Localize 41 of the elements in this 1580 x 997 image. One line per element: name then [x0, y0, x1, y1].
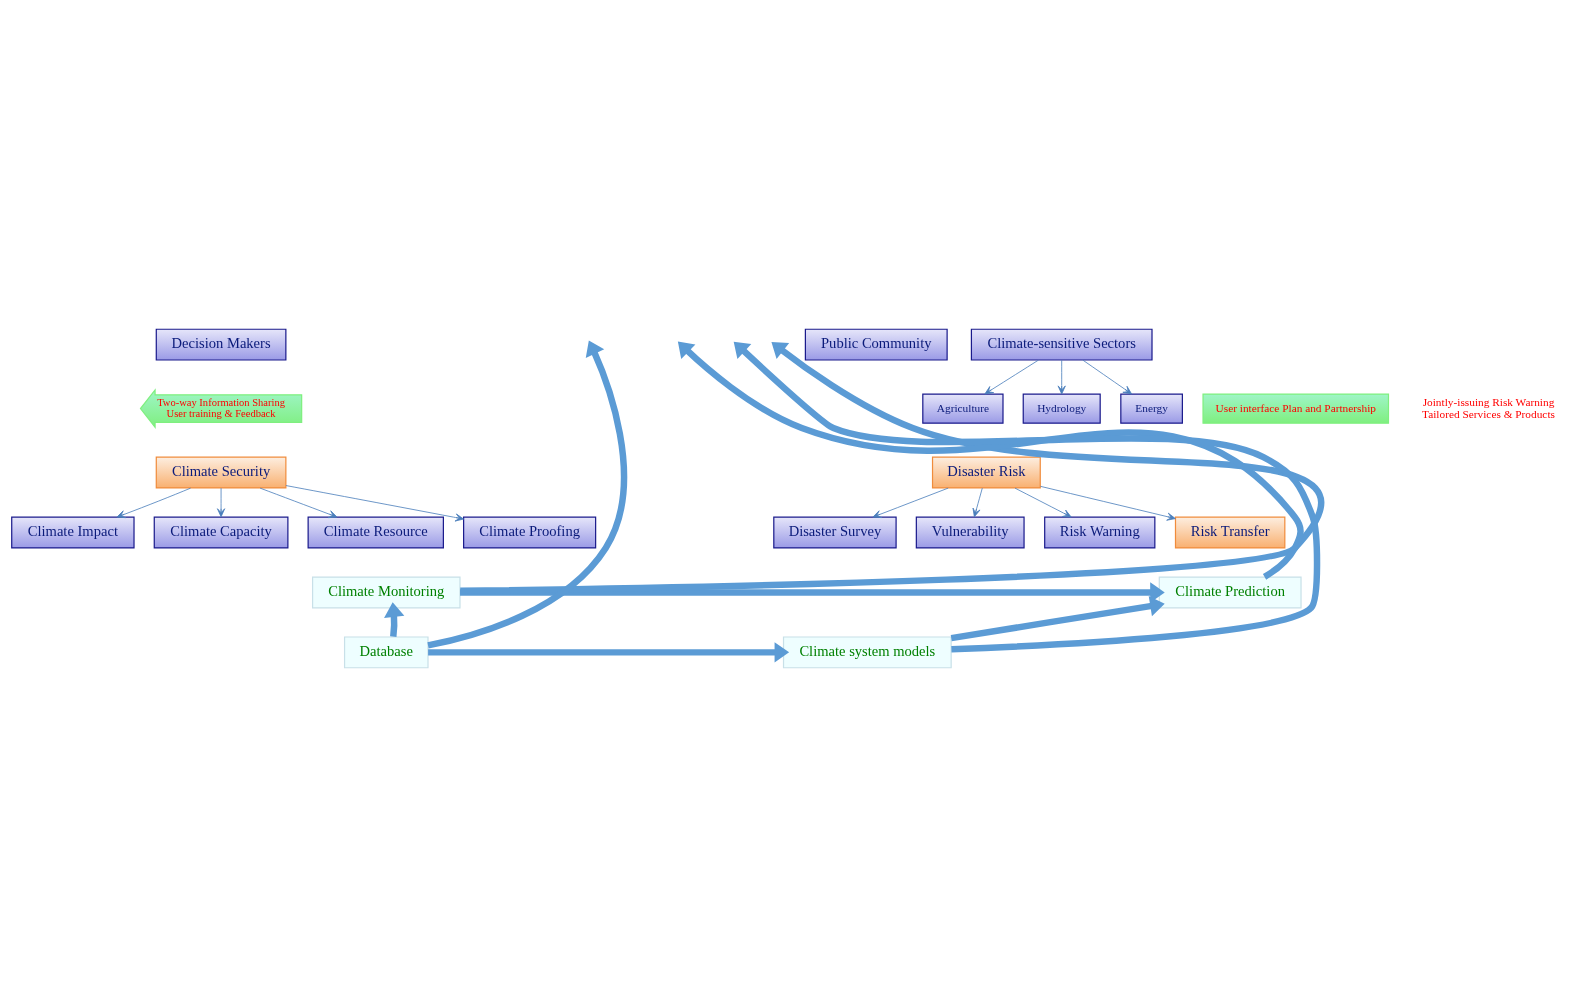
- arrow: [677, 341, 1304, 580]
- arrow: [1082, 359, 1132, 395]
- node-box: Agriculture: [922, 393, 1004, 424]
- node-box: Risk Warning: [1044, 516, 1156, 549]
- node-box: Public Community: [804, 328, 948, 361]
- arrow: [1057, 359, 1066, 395]
- node-box: Climate Security: [155, 456, 287, 489]
- node-box: Climate Capacity: [153, 516, 289, 549]
- arrow: [427, 340, 628, 649]
- node-box: Database: [343, 636, 429, 669]
- node-box: Climate Proofing: [463, 516, 597, 549]
- arrow: [116, 487, 192, 519]
- arrow: [950, 596, 1165, 642]
- node-box: Energy: [1120, 393, 1183, 424]
- arrow: [384, 602, 405, 638]
- arrow: [972, 487, 983, 518]
- label: Jointly-issuing Risk Warning: [1422, 395, 1555, 408]
- node-box: Climate system models: [782, 636, 952, 669]
- arrow: [259, 487, 338, 519]
- node-box: Climate Impact: [11, 516, 135, 549]
- node-box: Climate-sensitive Sectors: [970, 328, 1153, 361]
- arrow: [460, 342, 1322, 595]
- node-box: Risk Transfer: [1174, 516, 1286, 549]
- arrow: [984, 359, 1039, 395]
- node-box: Climate Prediction: [1158, 576, 1302, 609]
- arrow: [428, 642, 790, 663]
- node-box: Climate Resource: [307, 516, 444, 549]
- node-box: User interface Plan and Partnership: [1202, 393, 1390, 424]
- arrow: [1014, 487, 1072, 518]
- node-box: Climate Monitoring: [312, 576, 461, 609]
- node-box: Vulnerability: [915, 516, 1025, 549]
- node-box: Disaster Risk: [931, 456, 1041, 489]
- node-box: Decision Makers: [155, 328, 287, 361]
- node-box: Disaster Survey: [773, 516, 897, 549]
- arrow: [285, 485, 464, 522]
- arrow: [733, 341, 1321, 653]
- arrow: [872, 487, 949, 518]
- arrow: [1040, 485, 1176, 521]
- arrow: [217, 487, 226, 518]
- label: Tailored Services & Products: [1422, 407, 1555, 420]
- node-box: Hydrology: [1022, 393, 1101, 424]
